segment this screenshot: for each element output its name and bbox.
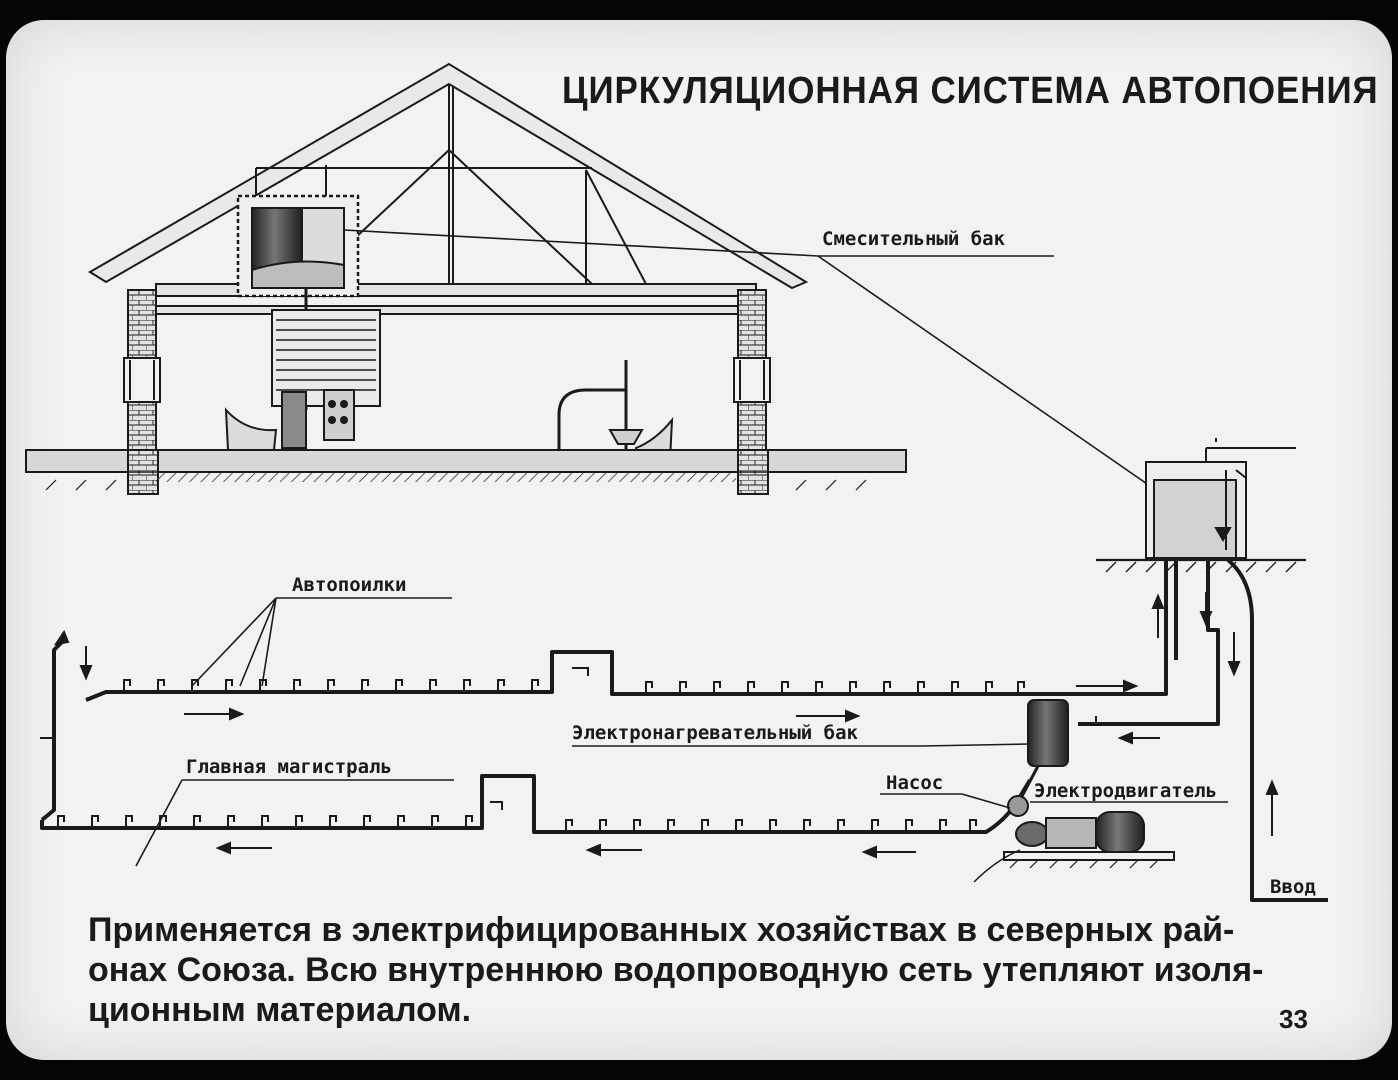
label-heater-tank: Электронагревательный бак bbox=[572, 722, 858, 744]
slide-caption: Применяется в электрифицированных хозяйс… bbox=[88, 910, 1268, 1030]
mixing-tank-leader bbox=[343, 229, 1177, 505]
slide-title: ЦИРКУЛЯЦИОННАЯ СИСТЕМА АВТОПОЕНИЯ bbox=[562, 70, 1379, 112]
label-leaders bbox=[135, 597, 1328, 901]
label-drinkers: Автопоилки bbox=[292, 574, 407, 596]
barn-section bbox=[25, 62, 907, 495]
circulation-diagram bbox=[25, 62, 1328, 902]
page-number: 33 bbox=[1279, 1004, 1308, 1034]
caption-line: ционным материалом. bbox=[88, 991, 472, 1029]
outdoor-tank bbox=[1096, 438, 1306, 573]
slide-frame: ЦИРКУЛЯЦИОННАЯ СИСТЕМА АВТОПОЕНИЯ Смесит… bbox=[6, 20, 1392, 1060]
flow-arrows bbox=[53, 592, 1279, 859]
label-main-line: Главная магистраль bbox=[186, 756, 392, 778]
label-pump: Насос bbox=[886, 772, 944, 794]
pump-motor bbox=[973, 795, 1175, 883]
caption-line: Применяется в электрифицированных хозяйс… bbox=[88, 911, 1235, 949]
label-motor: Электродвигатель bbox=[1034, 780, 1218, 802]
riser-taps bbox=[40, 667, 1097, 810]
label-inlet: Ввод bbox=[1270, 876, 1316, 898]
label-mixing-tank: Смесительный бак bbox=[822, 228, 1006, 250]
caption-line: онах Союза. Всю внутреннюю водопроводную… bbox=[88, 951, 1264, 989]
